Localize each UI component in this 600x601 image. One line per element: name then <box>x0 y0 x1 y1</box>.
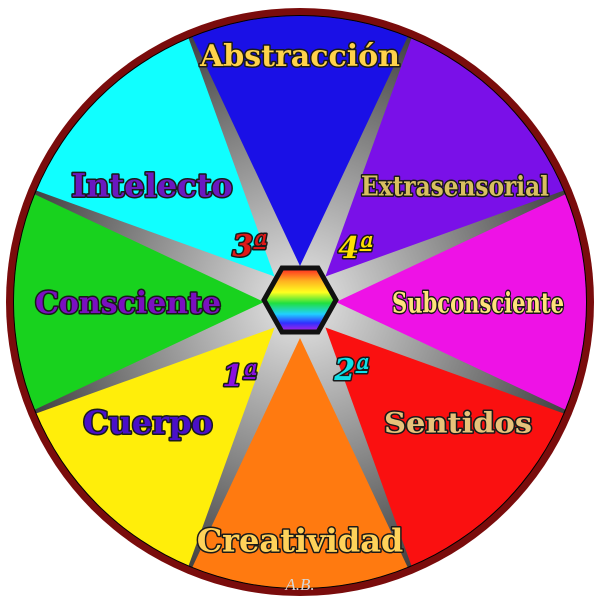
label-creatividad: Creatividad <box>197 522 404 560</box>
sector-consciente <box>14 175 264 429</box>
sector-subconsciente <box>336 175 586 429</box>
sector-creatividad <box>173 338 427 588</box>
ordinal-4: 4ª <box>338 231 373 266</box>
label-subconsciente: Subconsciente <box>392 287 564 320</box>
sector-intelecto <box>14 16 275 277</box>
sector-sentidos <box>325 327 586 588</box>
ordinal-3: 3ª <box>232 229 267 264</box>
signature: A.B. <box>284 575 314 594</box>
sector-cuerpo <box>14 327 275 588</box>
label-extrasensorial: Extrasensorial <box>361 172 549 203</box>
ordinal-1: 1ª <box>222 359 257 394</box>
sector-extrasensorial <box>325 16 586 277</box>
label-intelecto: Intelecto <box>71 167 233 205</box>
label-sentidos: Sentidos <box>384 407 532 440</box>
sector-abstraccion <box>173 16 427 266</box>
label-abstraccion: Abstracción <box>199 39 400 74</box>
ordinal-2: 2ª <box>333 353 369 388</box>
label-consciente: Consciente <box>35 286 221 321</box>
center-hexagon <box>261 265 339 335</box>
label-cuerpo: Cuerpo <box>83 404 213 442</box>
